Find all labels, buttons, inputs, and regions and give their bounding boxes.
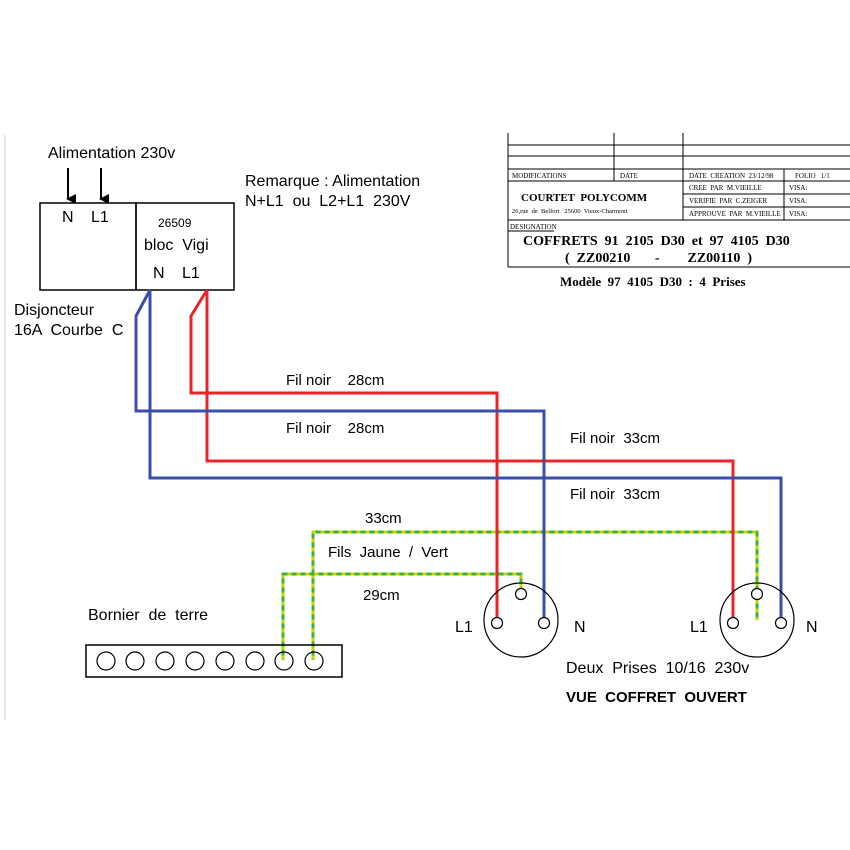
tb-visa-3: VISA: bbox=[789, 210, 807, 218]
sockets-caption: Deux Prises 10/16 230v bbox=[566, 660, 749, 677]
tb-folio: FOLIO 1/1 bbox=[795, 172, 830, 180]
label-ground-33cm: 33cm bbox=[365, 510, 402, 527]
label-phase-33cm: Fil noir 33cm bbox=[570, 430, 660, 447]
socket-left bbox=[483, 582, 559, 658]
earth-screw bbox=[215, 651, 235, 671]
earth-screw bbox=[125, 651, 145, 671]
socket-right-n-pin bbox=[774, 616, 788, 630]
remark-line1: Remarque : Alimentation bbox=[245, 173, 420, 190]
label-phase-28cm: Fil noir 28cm bbox=[286, 372, 384, 389]
tb-approved-by: APPROUVE PAR M.VIEILLE bbox=[689, 210, 781, 218]
earth-screw bbox=[96, 651, 116, 671]
tb-date-creation: DATE CREATION 23/12/98 bbox=[689, 172, 774, 180]
phase-wire-28cm bbox=[189, 289, 499, 620]
tb-date: DATE bbox=[620, 172, 638, 180]
tb-designation-line1: COFFRETS 91 2105 D30 et 97 4105 D30 bbox=[523, 234, 790, 249]
supply-title: Alimentation 230v bbox=[48, 145, 175, 162]
socket-left-l1-label: L1 bbox=[455, 619, 473, 636]
tb-designation-line2: ( ZZ00210 - ZZ00110 ) bbox=[565, 251, 752, 266]
label-ground-colors: Fils Jaune / Vert bbox=[328, 544, 449, 561]
breaker-label-line2: 16A Courbe C bbox=[14, 322, 123, 339]
vigi-box bbox=[135, 202, 235, 291]
earth-screw bbox=[245, 651, 265, 671]
model-label: Modèle 97 4105 D30 : 4 Prises bbox=[560, 274, 746, 289]
vigi-name: bloc Vigi bbox=[144, 237, 209, 254]
tb-visa-2: VISA: bbox=[789, 197, 807, 205]
breaker-label-line1: Disjoncteur bbox=[14, 302, 95, 319]
socket-right-l1-label: L1 bbox=[690, 619, 708, 636]
label-neutral-33cm: Fil noir 33cm bbox=[570, 486, 660, 503]
title-block: MODIFICATIONS DATE DATE CREATION 23/12/9… bbox=[507, 133, 850, 268]
phase-wire-33cm bbox=[205, 290, 735, 620]
neutral-wire-33cm bbox=[148, 290, 783, 620]
socket-right-l1-pin bbox=[726, 616, 740, 630]
label-neutral-28cm: Fil noir 28cm bbox=[286, 420, 384, 437]
tb-created-by: CREE PAR M.VIEILLE bbox=[689, 184, 762, 192]
ground-wire-33cm bbox=[311, 530, 759, 660]
tb-modifications: MODIFICATIONS bbox=[512, 172, 567, 180]
breaker-terminal-n: N bbox=[62, 209, 74, 226]
remark-line2: N+L1 ou L2+L1 230V bbox=[245, 193, 411, 210]
earth-screw bbox=[304, 651, 324, 671]
socket-right bbox=[719, 582, 795, 658]
tb-verified-by: VERIFIE PAR C.ZEIGER bbox=[689, 197, 767, 205]
breaker-box bbox=[39, 202, 137, 291]
neutral-wire-28cm bbox=[134, 289, 546, 620]
socket-right-earth-pin bbox=[750, 587, 764, 601]
vigi-terminal-l1: L1 bbox=[182, 265, 200, 282]
socket-left-earth-pin bbox=[514, 587, 528, 601]
vigi-terminal-n: N bbox=[153, 265, 165, 282]
earth-terminal-block bbox=[85, 644, 343, 678]
earth-screw bbox=[185, 651, 205, 671]
socket-left-n-pin bbox=[537, 616, 551, 630]
tb-visa-1: VISA: bbox=[789, 184, 807, 192]
socket-left-n-label: N bbox=[574, 619, 586, 636]
vigi-code: 26509 bbox=[158, 216, 192, 230]
tb-company: COURTET POLYCOMM bbox=[521, 192, 648, 204]
tb-designation: DESIGNATION bbox=[510, 223, 557, 231]
breaker-terminal-l1: L1 bbox=[91, 209, 109, 226]
label-ground-29cm: 29cm bbox=[363, 587, 400, 604]
earth-terminal-screws bbox=[96, 651, 324, 671]
socket-left-l1-pin bbox=[490, 616, 504, 630]
view-label: VUE COFFRET OUVERT bbox=[566, 689, 747, 706]
ground-wire-29cm bbox=[281, 572, 523, 660]
earth-screw bbox=[155, 651, 175, 671]
tb-address: 26,rue de Belfort 25600 Vieux-Charmont bbox=[512, 208, 628, 215]
earth-screw bbox=[274, 651, 294, 671]
earth-block-label: Bornier de terre bbox=[88, 607, 208, 624]
socket-right-n-label: N bbox=[806, 619, 818, 636]
